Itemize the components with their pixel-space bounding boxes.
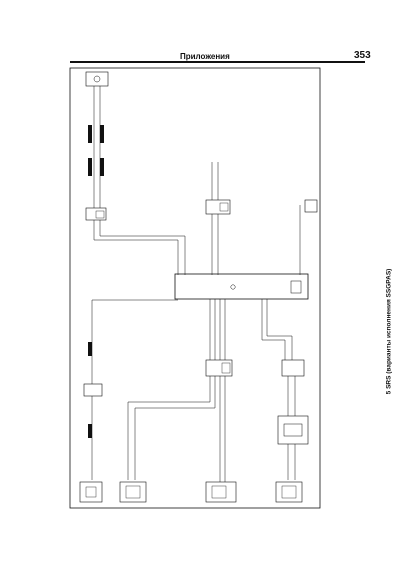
bottom-component-4 bbox=[275, 481, 303, 503]
connector-center-lower bbox=[205, 359, 233, 377]
header-rule bbox=[70, 61, 365, 63]
diagram-caption: 5 SRS (варианты исполнения SSGPAS) bbox=[385, 268, 393, 395]
control-unit-block bbox=[174, 273, 309, 300]
connector-right-upper bbox=[281, 359, 305, 377]
bottom-component-3 bbox=[205, 481, 237, 503]
connector-left-middle bbox=[83, 383, 103, 397]
ground-point bbox=[299, 199, 318, 275]
page-header-title: Приложения bbox=[180, 52, 230, 61]
bottom-component-2 bbox=[119, 481, 147, 503]
connector-stack-upper bbox=[88, 125, 104, 176]
top-left-component bbox=[85, 71, 109, 87]
connector-top-middle bbox=[205, 199, 231, 215]
bottom-component-1 bbox=[79, 481, 103, 503]
page-number: 353 bbox=[354, 50, 371, 61]
connector-upper-left bbox=[85, 207, 107, 221]
connector-stack-left bbox=[88, 342, 92, 438]
diagram-frame bbox=[69, 67, 321, 509]
module-right-middle bbox=[277, 415, 309, 445]
